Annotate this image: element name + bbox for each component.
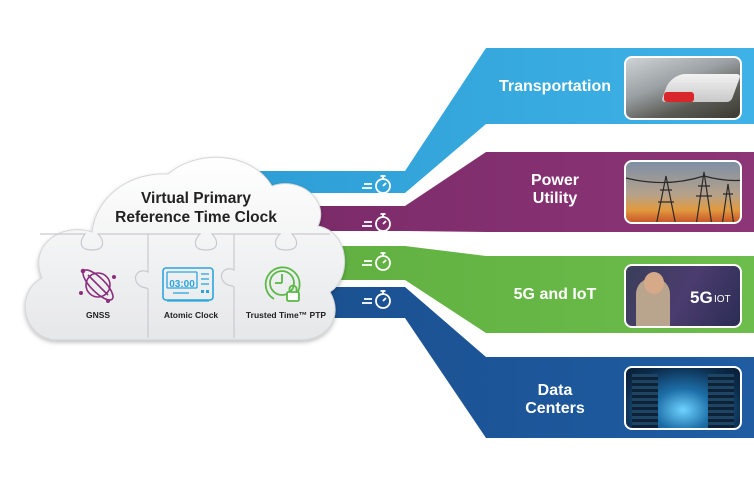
clock-lock-icon — [264, 266, 301, 302]
sector-label-power-utility: Power Utility — [488, 172, 622, 207]
cloud-title: Virtual Primary Reference Time Clock — [96, 189, 296, 227]
photo-man-on-phone-5g: 5G IOT — [624, 264, 742, 328]
stopwatch-speed-icon — [362, 213, 391, 232]
satellite-globe-icon — [78, 268, 117, 304]
source-label-gnss: GNSS — [85, 310, 111, 320]
sector-label-line: Power — [530, 172, 579, 189]
photo-server-room — [624, 366, 742, 430]
digital-clock-icon — [162, 267, 214, 302]
stopwatch-speed-icon — [362, 175, 391, 194]
photo-iot-text: IOT — [714, 294, 731, 305]
clock-display: 03:00 — [169, 279, 195, 290]
sector-label-transportation: Transportation — [488, 78, 622, 96]
puzzle-seams — [40, 233, 330, 338]
source-label-trusted-time-ptp: Trusted Time™ PTP — [245, 310, 327, 320]
stopwatch-speed-icon — [362, 290, 391, 309]
photo-high-speed-train — [624, 56, 742, 120]
cloud-title-line2: Reference Time Clock — [115, 209, 277, 226]
sector-label-line: 5G and IoT — [513, 286, 597, 303]
source-label-atomic-clock: Atomic Clock — [163, 310, 219, 320]
sector-label-line: Centers — [525, 399, 585, 417]
stopwatch-speed-icon — [362, 252, 391, 271]
connector-icons — [362, 175, 391, 309]
photo-5g-text: 5G — [690, 288, 713, 307]
photo-power-lines-sunset — [624, 160, 742, 224]
sector-label-5g-iot: 5G and IoT — [488, 286, 622, 304]
sector-label-line: Utility — [532, 189, 578, 207]
sector-label-line: Transportation — [498, 78, 611, 95]
cloud-title-line1: Virtual Primary — [141, 190, 251, 207]
sector-label-line: Data — [537, 382, 573, 399]
sector-label-data-centers: Data Centers — [488, 382, 622, 417]
